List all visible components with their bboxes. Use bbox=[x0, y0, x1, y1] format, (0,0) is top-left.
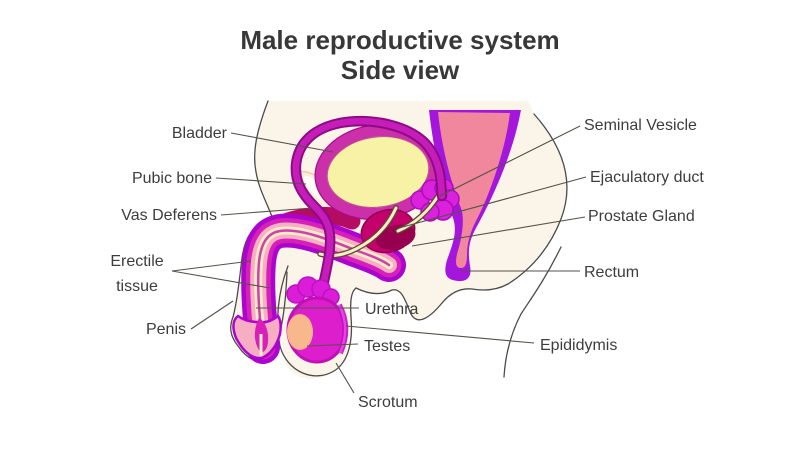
diagram-title-line2: Side view bbox=[341, 55, 460, 85]
label-prostate-gland: Prostate Gland bbox=[588, 208, 695, 225]
leader-line-erectile-tissue-2 bbox=[171, 270, 271, 289]
label-seminal-vesicle: Seminal Vesicle bbox=[584, 117, 697, 134]
hip-contour-line bbox=[507, 113, 568, 285]
label-vas-deferens: Vas Deferens bbox=[121, 207, 217, 224]
leader-line-penis bbox=[190, 300, 234, 330]
leader-line-erectile-tissue-1 bbox=[171, 260, 252, 272]
penis-shaft-layers bbox=[241, 213, 406, 364]
prostate-shape bbox=[360, 208, 416, 254]
urethra-channel-centerline bbox=[256, 229, 391, 349]
leader-line-scrotum bbox=[335, 362, 355, 394]
label-pubic-bone: Pubic bone bbox=[132, 170, 212, 187]
label-testes: Testes bbox=[364, 338, 410, 355]
buttock-fold-line bbox=[503, 246, 562, 378]
leader-line-testes bbox=[306, 343, 359, 347]
leader-line-bladder bbox=[230, 132, 334, 153]
leader-line-seminal-vesicle bbox=[439, 125, 581, 197]
label-penis: Penis bbox=[146, 321, 186, 338]
perineum-contour-line bbox=[355, 283, 509, 321]
label-erectile-tissue-line1: Erectile bbox=[110, 253, 163, 270]
label-urethra: Urethra bbox=[365, 301, 418, 318]
leader-line-epididymis bbox=[345, 325, 535, 344]
leader-line-pubic-bone bbox=[215, 177, 307, 185]
label-scrotum: Scrotum bbox=[358, 394, 418, 411]
label-ejaculatory-duct: Ejaculatory duct bbox=[590, 169, 704, 186]
vas-deferens-shape bbox=[290, 115, 448, 301]
epididymis-tail-highlight bbox=[337, 304, 347, 354]
prostate-shadow bbox=[376, 224, 416, 250]
leader-line-vas-deferens bbox=[220, 207, 313, 216]
label-epididymis: Epididymis bbox=[540, 337, 617, 354]
diagram-title-line1: Male reproductive system bbox=[240, 25, 559, 55]
label-bladder: Bladder bbox=[172, 125, 228, 142]
leader-lines bbox=[171, 125, 587, 394]
abdomen-contour-line bbox=[253, 100, 273, 218]
leader-line-prostate-gland bbox=[411, 216, 586, 247]
label-rectum: Rectum bbox=[584, 264, 639, 281]
leader-line-ejaculatory-duct bbox=[398, 176, 587, 229]
rectum-interior-shape bbox=[438, 112, 510, 268]
testis-interior-shape bbox=[287, 314, 313, 350]
label-erectile-tissue-line2: tissue bbox=[116, 278, 158, 295]
